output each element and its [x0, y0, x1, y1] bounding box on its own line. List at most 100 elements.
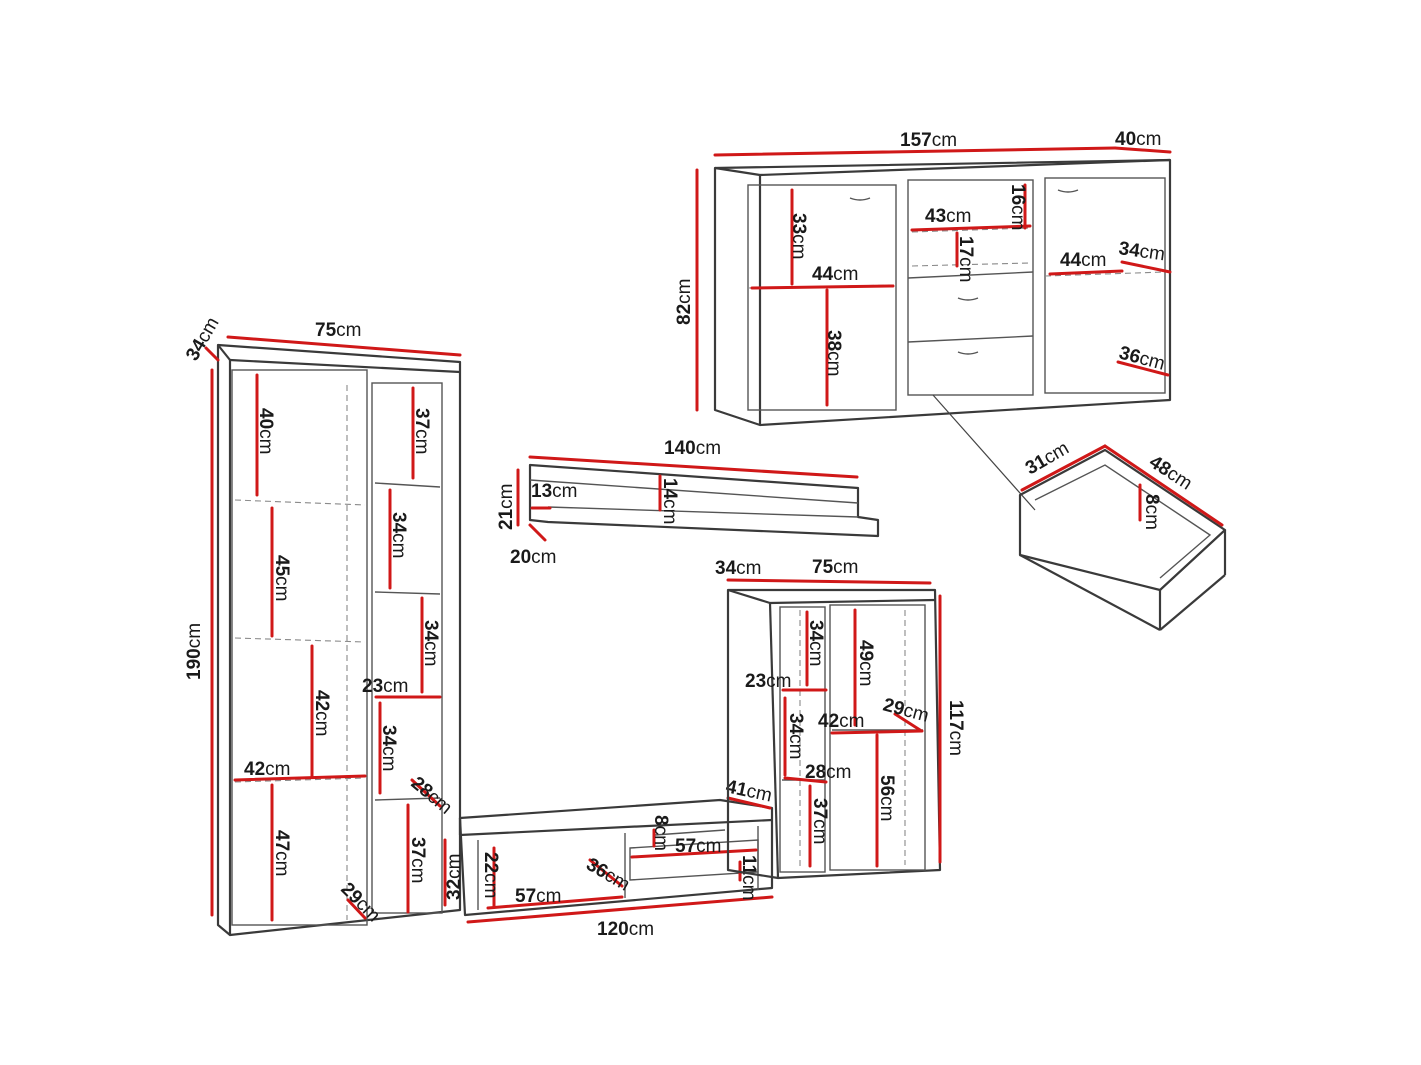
drawer-leader-line — [932, 394, 1036, 511]
label-medium-right-2: 56cm — [876, 775, 897, 821]
sideboard: 157cm 40cm 82cm 33cm 44cm 38cm 16cm 43cm… — [674, 129, 1172, 427]
dim-line — [528, 523, 547, 542]
label-medium-left-3: 37cm — [809, 798, 830, 844]
dim-line — [1120, 260, 1172, 274]
drawer-outline — [1018, 448, 1227, 592]
label-tall-left-shelf-width: 42cm — [244, 759, 290, 780]
label-medium-right-shelf-width: 42cm — [818, 711, 864, 732]
dim-line — [528, 455, 859, 479]
label-wall-shelf-inner-depth: 13cm — [531, 481, 577, 502]
tall-cabinet-shelf — [234, 777, 366, 783]
dim-line — [726, 796, 772, 810]
label-medium-left-shelf-depth: 28cm — [805, 762, 851, 783]
sideboard-handle — [957, 297, 979, 301]
label-tall-right-1: 37cm — [411, 408, 432, 454]
sideboard-shelf — [1044, 271, 1166, 277]
dim-line — [346, 898, 367, 920]
label-sideboard-lower-left: 38cm — [823, 330, 844, 376]
label-sideboard-middle-gap: 17cm — [955, 236, 976, 282]
label-tall-right-5: 37cm — [407, 837, 428, 883]
label-sideboard-upper-left: 33cm — [788, 213, 809, 259]
tv-stand-outline — [458, 798, 774, 917]
label-tv-height: 22cm — [480, 852, 501, 898]
dim-line — [910, 224, 1032, 232]
sideboard-handle — [957, 351, 979, 355]
label-tall-right-2: 34cm — [388, 512, 409, 558]
dim-line — [204, 346, 220, 362]
label-tv-left-width: 57cm — [515, 886, 561, 907]
sideboard-drawer-line — [907, 335, 1034, 343]
tall-cabinet-left-section — [231, 369, 368, 926]
label-tv-right-width: 57cm — [675, 836, 721, 857]
wall-shelf: 140cm 21cm 20cm 13cm 14cm — [496, 438, 880, 568]
medium-cabinet-edge — [769, 598, 936, 605]
dim-line — [588, 858, 624, 888]
label-tall-right-4: 34cm — [378, 725, 399, 771]
label-wall-shelf-inner-height: 14cm — [659, 478, 680, 524]
label-tv-right-top: 8cm — [650, 815, 671, 851]
drawer-edge — [1159, 529, 1226, 591]
wall-shelf-edge — [529, 479, 859, 504]
label-tall-left-2: 45cm — [271, 555, 292, 601]
label-drawer-depth: 31cm — [1022, 438, 1073, 479]
medium-cabinet-edge — [727, 588, 771, 605]
dim-line — [1103, 444, 1224, 527]
tv-stand-edge — [459, 818, 773, 837]
tall-cabinet-shelf — [374, 591, 441, 595]
label-sideboard-middle-width: 43cm — [925, 206, 971, 227]
label-sideboard-middle-top: 16cm — [1007, 184, 1028, 230]
label-medium-left-2: 34cm — [785, 713, 806, 759]
label-sideboard-right-depth: 34cm — [1117, 238, 1166, 265]
dim-line — [1116, 360, 1170, 377]
label-wall-shelf-height: 21cm — [496, 484, 517, 530]
dim-line — [783, 776, 828, 784]
label-drawer-width: 48cm — [1145, 452, 1195, 495]
label-tall-right-3: 34cm — [420, 620, 441, 666]
label-tv-width: 120cm — [597, 919, 654, 940]
tv-stand: 120cm 22cm 57cm 36cm 8cm 57cm 11cm 41cm — [458, 776, 774, 940]
label-tall-width: 75cm — [315, 320, 361, 341]
dim-line — [410, 778, 442, 808]
sideboard-edge — [759, 158, 1171, 177]
label-sideboard-height: 82cm — [674, 279, 695, 325]
label-tall-left-4: 47cm — [271, 830, 292, 876]
sideboard-middle-section — [907, 179, 1034, 396]
label-tall-height: 190cm — [184, 623, 205, 680]
dim-line — [226, 335, 462, 357]
dim-line — [486, 895, 624, 910]
drawer-inner — [1034, 464, 1212, 579]
tall-cabinet-shelf — [234, 637, 366, 643]
dim-line — [713, 146, 1117, 157]
label-tall-left-1: 40cm — [255, 408, 276, 454]
dim-line — [726, 578, 932, 585]
medium-cabinet-right-section — [829, 604, 926, 871]
dim-line — [750, 284, 895, 290]
label-wall-shelf-depth: 20cm — [510, 547, 556, 568]
label-tall-plinth: 32cm — [444, 854, 465, 900]
label-wall-shelf-width: 140cm — [664, 438, 721, 459]
label-tv-right-bottom: 11cm — [738, 855, 759, 900]
label-tall-right-shelf-width: 23cm — [362, 676, 408, 697]
dim-line — [1048, 269, 1124, 276]
medium-cabinet-outline — [726, 588, 942, 880]
label-medium-right-1: 49cm — [855, 640, 876, 686]
tv-stand-shelf — [654, 829, 726, 836]
sideboard-edge — [714, 166, 761, 177]
label-sideboard-right-bottom-depth: 36cm — [1117, 343, 1167, 375]
label-medium-depth: 34cm — [715, 558, 761, 579]
dim-line — [893, 712, 922, 732]
label-sideboard-right-width: 44cm — [1060, 250, 1106, 271]
tall-cabinet: 75cm 34cm 190cm 40cm 45cm 42cm 42cm 47cm… — [182, 314, 465, 937]
drawer-edge — [1019, 554, 1161, 631]
dim-line — [1020, 444, 1107, 492]
sideboard-outline — [713, 158, 1172, 427]
label-medium-left-shelf-width: 23cm — [745, 671, 791, 692]
dim-line — [830, 729, 924, 735]
label-medium-left-1: 34cm — [805, 620, 826, 666]
wall-shelf-edge — [547, 506, 859, 518]
tall-cabinet-shelf — [234, 499, 366, 506]
dim-line — [466, 895, 774, 924]
drawer-detail: 31cm 48cm 8cm — [1018, 438, 1227, 631]
sideboard-right-door — [1044, 177, 1166, 394]
sideboard-handle — [1057, 189, 1079, 193]
